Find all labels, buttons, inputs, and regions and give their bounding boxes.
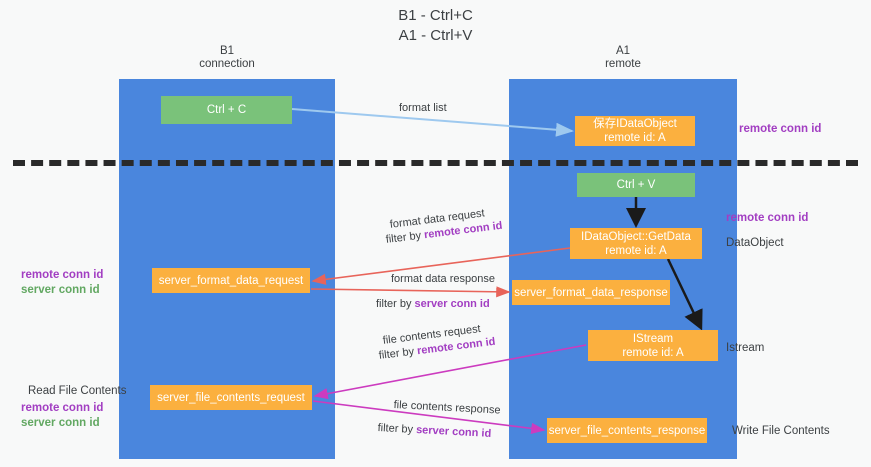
node-save-idataobject[interactable]: 保存IDataObject remote id: A [575, 116, 695, 146]
edge-label-format-data-response-filter: filter by server conn id [376, 297, 490, 312]
page-title: B1 - Ctrl+C A1 - Ctrl+V [398, 7, 473, 44]
left-label-remote-conn-id: remote conn id [21, 269, 104, 281]
phase-divider [13, 160, 858, 166]
node-server-file-contents-response[interactable]: server_file_contents_response [547, 418, 707, 443]
edge-file-contents-request [313, 344, 587, 400]
node-ctrl-v[interactable]: Ctrl + V [577, 173, 695, 197]
edge-format-data-request [311, 247, 571, 285]
filter-prefix: filter by [376, 298, 415, 310]
right-label-remote-conn-id-top: remote conn id [739, 123, 822, 135]
edge-file-contents-response [312, 400, 546, 434]
right-label-write-file-contents: Write File Contents [732, 425, 830, 437]
node-istream[interactable]: IStream remote id: A [588, 330, 718, 361]
filter-prefix: filter by [378, 345, 418, 362]
edge-label-format-list: format list [399, 102, 447, 114]
column-header-a1: A1 remote [605, 45, 641, 70]
node-server-format-data-response[interactable]: server_format_data_response [512, 280, 670, 305]
filter-prefix: filter by [385, 229, 425, 246]
edge-format-data-response [310, 286, 511, 298]
left-label-server-conn-id: server conn id [21, 417, 100, 429]
node-ctrl-c[interactable]: Ctrl + C [161, 96, 292, 124]
left-label-remote-conn-id: remote conn id [21, 402, 104, 414]
column-header-b1: B1 connection [199, 45, 255, 70]
left-label-conn-ids-middle: remote conn id server conn id [21, 268, 103, 298]
node-server-format-data-request[interactable]: server_format_data_request [152, 268, 310, 293]
right-label-istream: Istream [726, 342, 765, 354]
node-idataobject-getdata[interactable]: IDataObject::GetData remote id: A [570, 228, 702, 259]
right-label-remote-conn-id-mid: remote conn id [726, 212, 809, 224]
edge-getdata-to-istream [666, 258, 703, 331]
filter-value-server-conn-id: server conn id [415, 424, 492, 440]
node-server-file-contents-request[interactable]: server_file_contents_request [150, 385, 312, 410]
filter-prefix: filter by [377, 421, 417, 436]
edge-format-list [291, 108, 574, 137]
left-label-server-conn-id: server conn id [21, 284, 100, 296]
left-label-read-file-contents: Read File Contents [28, 385, 127, 397]
edge-label-format-data-response: format data response [391, 273, 495, 285]
right-label-dataobject: DataObject [726, 237, 784, 249]
filter-value-server-conn-id: server conn id [414, 298, 490, 310]
left-label-conn-ids-bottom: remote conn id server conn id [21, 401, 103, 431]
